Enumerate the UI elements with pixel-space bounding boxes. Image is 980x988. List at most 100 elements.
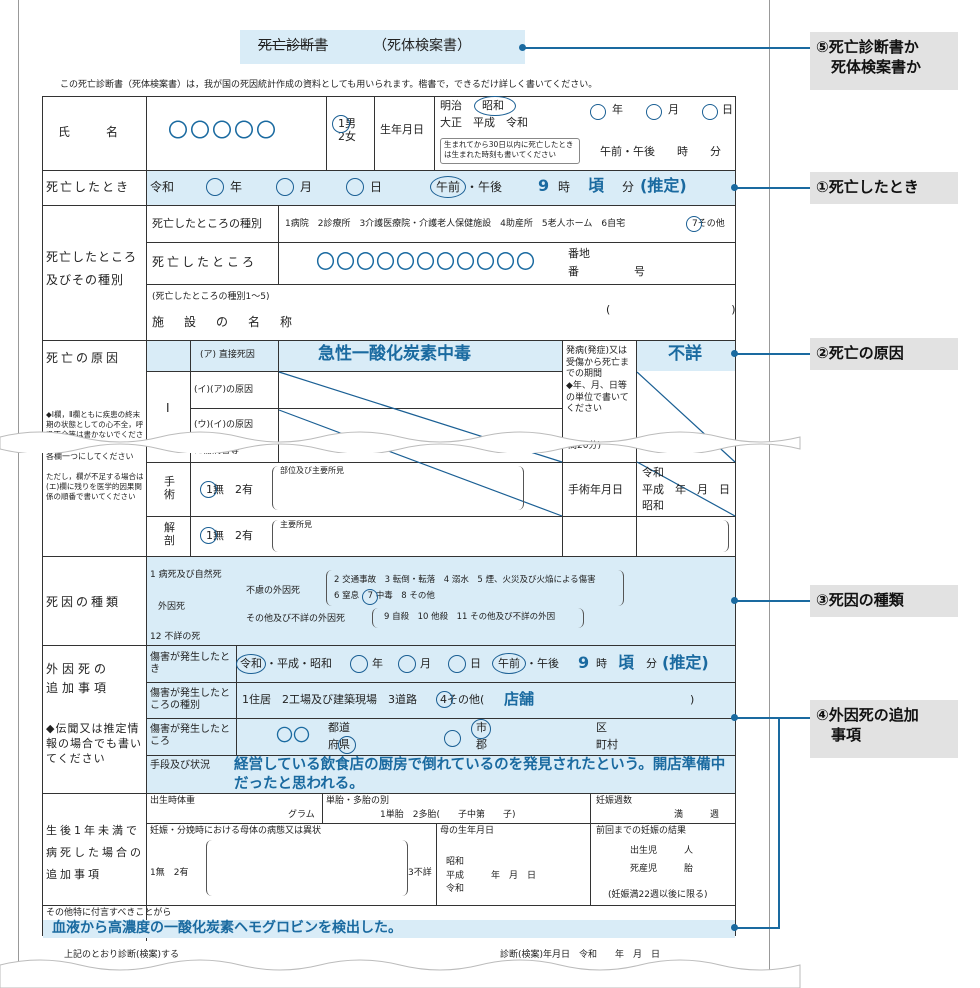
tear-top xyxy=(0,431,801,453)
surgery-options: 1無 2有 xyxy=(206,483,253,496)
manner-poison-circle xyxy=(362,589,378,605)
death-time-label: 死亡したとき xyxy=(46,180,131,194)
autopsy-label: 解 剖 xyxy=(164,521,175,547)
name-label: 氏 名 xyxy=(58,125,119,139)
external-note: ◆伝聞又は推定情報の場合でも書いてください xyxy=(46,722,142,765)
injury-method-value: 経営している飲食店の厨房で倒れているのを発見されたという。開店準備中だったと思わ… xyxy=(234,757,726,792)
dob-year-circle xyxy=(590,104,606,120)
mother-condition-options: 1無 2有 xyxy=(150,868,189,878)
callout-1: ①死亡したとき xyxy=(810,172,958,204)
death-month-circle xyxy=(276,178,294,196)
injury-year-circle xyxy=(350,655,368,673)
injury-month-circle xyxy=(398,655,416,673)
place-ban: 番 号 xyxy=(568,265,645,278)
death-min-unit: 分 xyxy=(622,180,635,194)
autopsy-note: 主要所見 xyxy=(280,520,312,529)
dob-day-unit: 日 xyxy=(722,103,733,116)
manner-highlight xyxy=(147,557,735,645)
place-type-label: 死亡したところの種別 xyxy=(152,217,262,230)
cause-label: 死亡の原因 xyxy=(46,351,122,365)
death-day-unit: 日 xyxy=(370,180,383,194)
injury-city-circle xyxy=(471,719,491,739)
surgery-bracket xyxy=(272,466,524,510)
death-year-unit: 年 xyxy=(230,180,243,194)
injury-type-value: 店舗 xyxy=(504,690,535,708)
death-place-label: 死亡したところ 及びその種別 xyxy=(46,250,138,287)
callout-5: ⑤死亡診断書か 死体検案書か xyxy=(810,32,958,90)
mother-dob-eras: 昭和 平成 年 月 日 令和 xyxy=(446,857,537,894)
cause-note3: ただし，欄が不足する場合は(エ)欄に残りを医学的因果関係の順番で書いてください xyxy=(46,472,144,501)
injury-year-unit: 年 xyxy=(372,657,383,670)
death-pm: ・午後 xyxy=(466,180,503,194)
death-estimated: (推定) xyxy=(640,176,687,195)
cause-a-highlight xyxy=(147,341,562,371)
place-types: 1病院 2診療所 3介護医療院・介護老人保健施設 4助産所 5老人ホーム 6自宅 xyxy=(285,219,626,229)
death-month-unit: 月 xyxy=(300,180,313,194)
injury-hour: 9 xyxy=(578,653,590,672)
onset-value: 不詳 xyxy=(668,344,702,364)
manner-bracket-1 xyxy=(326,570,624,606)
callout-2: ②死亡の原因 xyxy=(810,338,958,370)
multiple-options: 1単胎 2多胎( 子中第 子) xyxy=(380,810,516,820)
prev-stillborn: 死産児 胎 xyxy=(630,864,694,874)
injury-todo: 都道 xyxy=(328,721,350,734)
injury-type-label: 傷害が発生したところの種別 xyxy=(150,688,230,711)
injury-approx: 頃 xyxy=(618,653,635,672)
dob-day-circle xyxy=(702,104,718,120)
injury-ku: 区 xyxy=(596,721,607,734)
era-meiji: 明治 xyxy=(440,99,462,112)
death-day-circle xyxy=(346,178,364,196)
injury-city-name-circle xyxy=(444,730,461,747)
death-year-circle xyxy=(206,178,224,196)
title-highlight xyxy=(240,30,525,64)
connector-dot-3 xyxy=(731,597,738,604)
dob-year-unit: 年 xyxy=(612,103,623,116)
manner-natural: 1 病死及び自然死 xyxy=(150,570,222,580)
injury-month-unit: 月 xyxy=(420,657,431,670)
injury-am-circle xyxy=(492,653,526,674)
injury-when-label: 傷害が発生したとき xyxy=(150,652,230,675)
mother-dob-label: 母の生年月日 xyxy=(440,826,495,836)
onset-period: 間20分) xyxy=(568,441,601,451)
infant-label: 生後1年未満で 病死した場合の 追加事項 xyxy=(46,824,144,881)
gestation-unit: 満 週 xyxy=(674,810,720,820)
surgery-label: 手 術 xyxy=(164,475,175,501)
injury-eras-rest: ・平成・昭和 xyxy=(266,657,332,670)
injury-type-close: ) xyxy=(690,693,695,706)
connector-2 xyxy=(736,353,810,355)
injury-where-label: 傷害が発生したところ xyxy=(150,724,230,747)
manner-label: 死因の種類 xyxy=(46,595,122,609)
birth-weight-unit: グラム xyxy=(288,810,315,820)
mother-condition-label: 妊娠・分娩時における母体の病態又は異状 xyxy=(150,826,322,836)
injury-pref-value: 〇〇 xyxy=(276,726,310,746)
gestation-label: 妊娠週数 xyxy=(596,796,633,806)
manner-bracket-2 xyxy=(372,608,584,628)
sex-male-circle xyxy=(332,115,350,133)
facility-paren: ( ) xyxy=(606,303,736,316)
injury-method-label: 手段及び状況 xyxy=(150,760,210,771)
name-value: 〇〇〇〇〇 xyxy=(168,118,278,142)
injury-other-circle xyxy=(436,691,453,708)
onset-label: 発病(発症)又は受傷から死亡までの期間 ◆年、月、日等の単位で書いてください xyxy=(566,346,630,415)
connector-dot-5 xyxy=(519,44,526,51)
dob-time-note: 生まれてから30日以内に死亡したときは生まれた時刻も書いてください xyxy=(440,138,580,164)
multiple-label: 単胎・多胎の別 xyxy=(326,796,390,806)
death-am-circle xyxy=(430,176,466,198)
place-type-other: 7その他 xyxy=(692,219,725,229)
cause-b-label: (イ)(ア)の原因 xyxy=(194,385,254,395)
injury-types: 1住居 2工場及び建築現場 3道路 xyxy=(242,693,417,706)
era-showa-circle xyxy=(474,96,516,116)
manner-unknown: 12 不詳の死 xyxy=(150,632,201,642)
place-label: 死亡したところ xyxy=(152,255,258,269)
injury-gun: 郡 xyxy=(476,738,487,751)
mother-condition-unknown: 3不詳 xyxy=(408,868,432,878)
manner-items-1: 2 交通事故 3 転倒・転落 4 溺水 5 煙、火災及び火焔による傷害 xyxy=(334,575,596,585)
surgery-note: 部位及び主要所見 xyxy=(280,466,344,475)
injury-estimated: (推定) xyxy=(662,653,709,672)
tear-bottom xyxy=(0,959,801,988)
connector-1 xyxy=(736,187,810,189)
surgery-date-label: 手術年月日 xyxy=(568,483,623,496)
manner-items-3: 9 自殺 10 他殺 11 その他及び不詳の外因 xyxy=(384,612,556,622)
dob-month-unit: 月 xyxy=(668,103,679,116)
footer-left: 上記のとおり診断(検案)する xyxy=(64,950,180,960)
